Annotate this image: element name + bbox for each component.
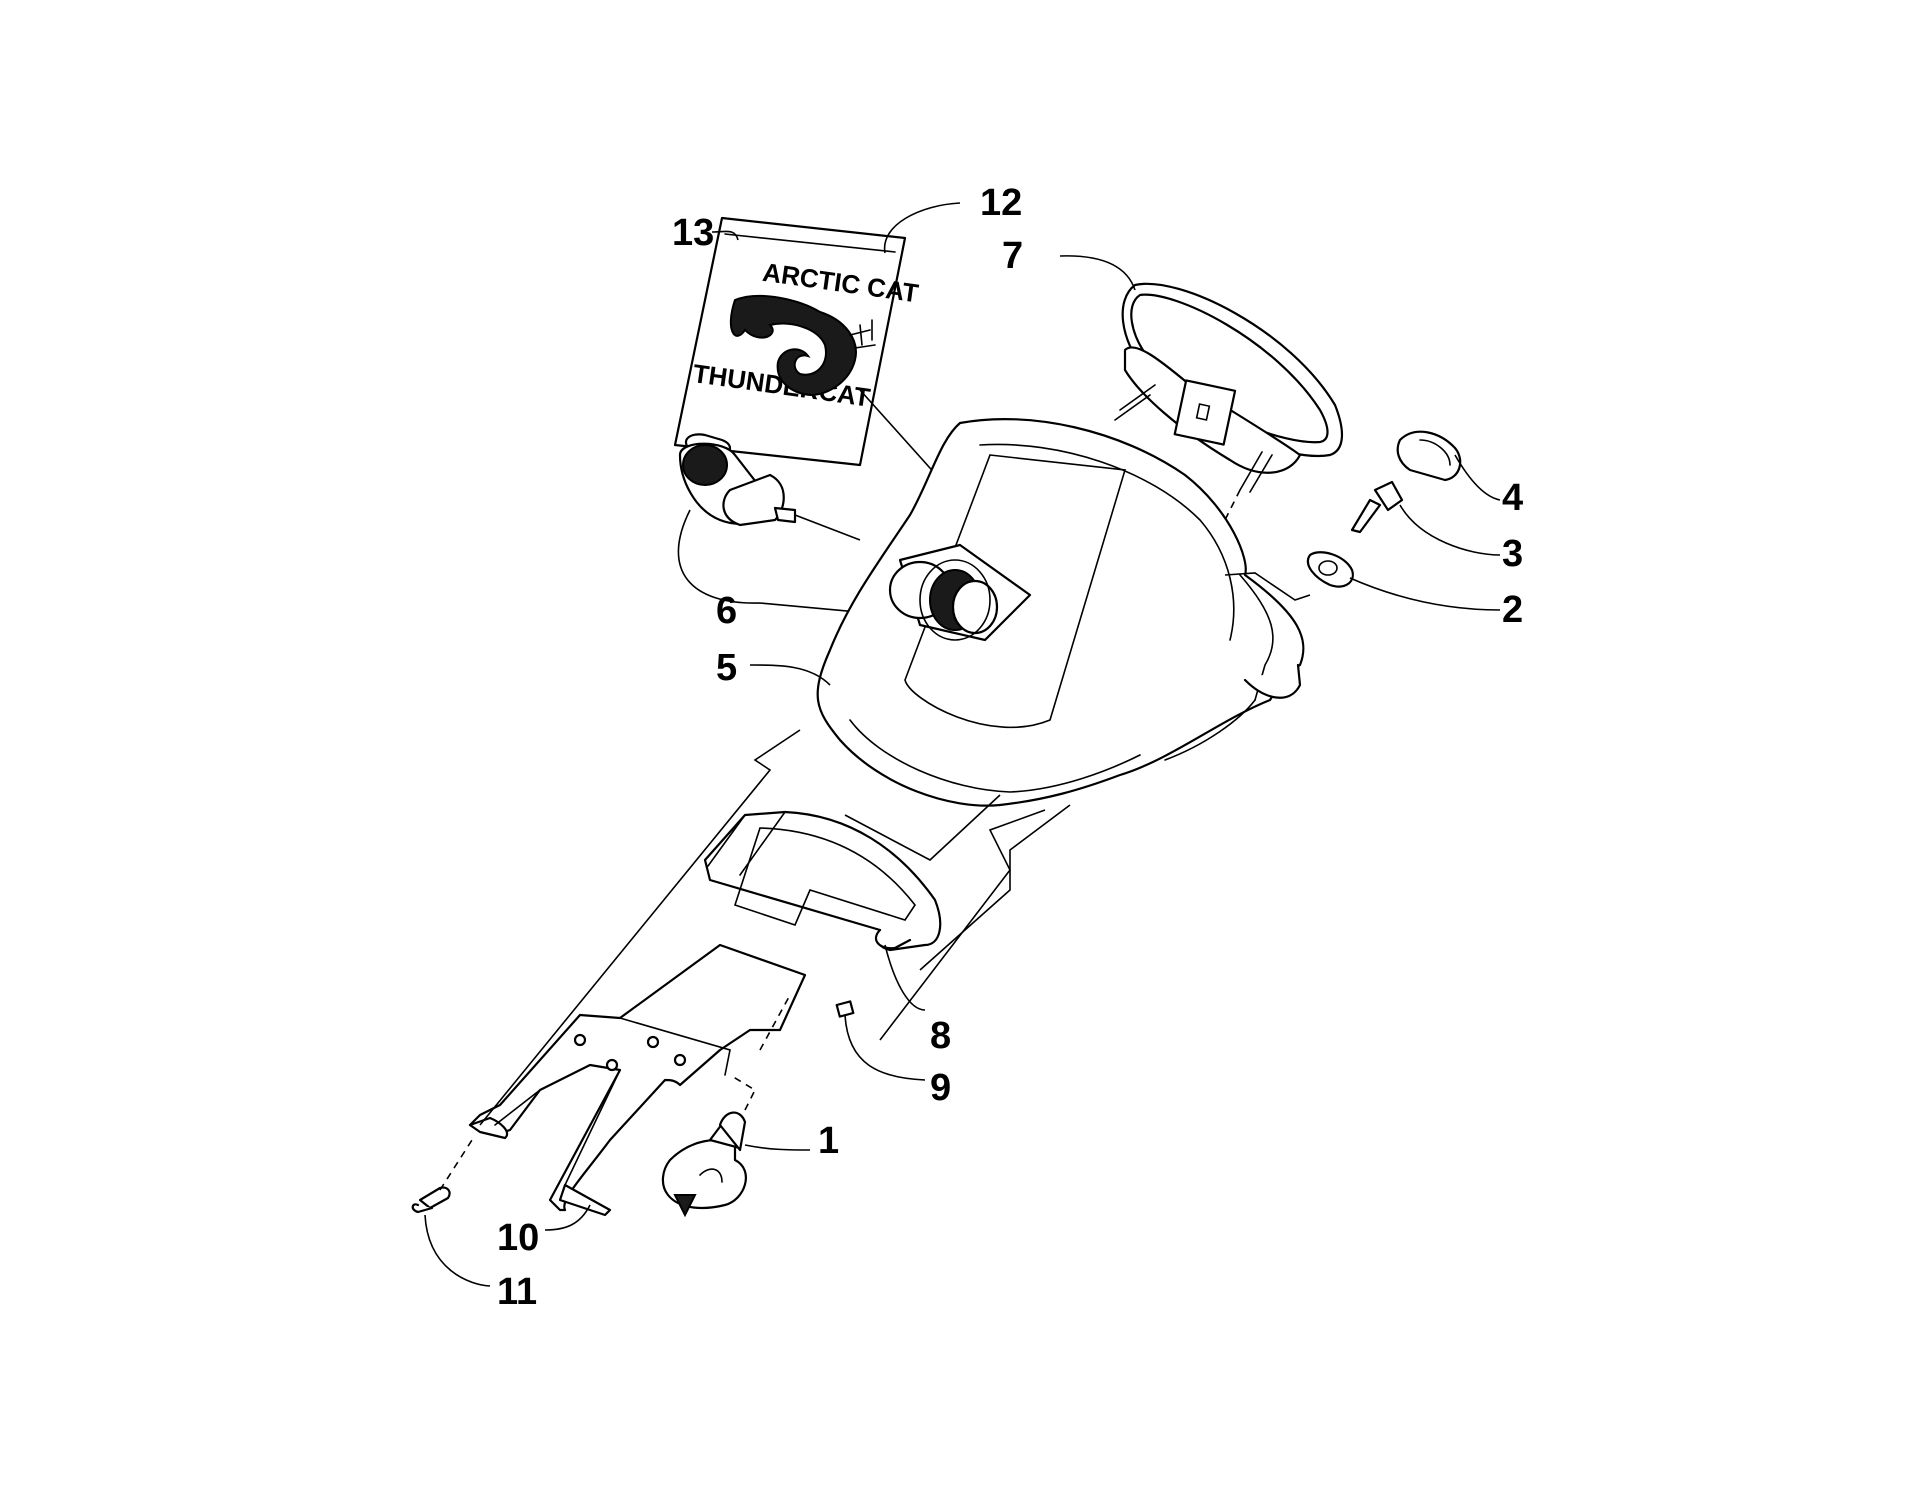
leader-6 bbox=[677, 509, 946, 621]
leader-5 bbox=[749, 664, 831, 686]
key-cover-part-4 bbox=[1396, 430, 1462, 482]
console-housing-part-5 bbox=[816, 418, 1305, 807]
callout-3: 3 bbox=[1502, 533, 1523, 575]
leader-2 bbox=[1349, 577, 1501, 611]
callout-1: 1 bbox=[818, 1120, 839, 1162]
clip-part-9 bbox=[835, 1000, 855, 1018]
leader-9 bbox=[844, 1014, 926, 1081]
leader-13 bbox=[711, 230, 739, 241]
decal-part-13: ARCTIC CAT THUNDERCAT bbox=[673, 216, 920, 467]
callout-2: 2 bbox=[1502, 589, 1523, 631]
callout-10: 10 bbox=[497, 1217, 539, 1259]
callout-13: 13 bbox=[672, 212, 714, 254]
callout-4: 4 bbox=[1502, 477, 1523, 519]
leader-1 bbox=[744, 1144, 811, 1151]
callout-7: 7 bbox=[1002, 235, 1023, 277]
callout-8: 8 bbox=[930, 1015, 951, 1057]
nut-part-2 bbox=[1306, 551, 1354, 588]
power-outlet-part-6 bbox=[678, 433, 797, 527]
leader-12 bbox=[883, 202, 961, 254]
rivet-part-11 bbox=[411, 1186, 451, 1214]
gauge-part-7 bbox=[1114, 282, 1343, 493]
switch-part-1 bbox=[661, 1111, 747, 1218]
leader-3 bbox=[1399, 504, 1501, 556]
leader-7 bbox=[1059, 255, 1136, 291]
leader-10 bbox=[544, 1204, 591, 1231]
leader-8 bbox=[884, 944, 926, 1011]
leader-4 bbox=[1454, 454, 1501, 501]
cat-graphic-icon bbox=[729, 294, 857, 397]
callout-9: 9 bbox=[930, 1067, 951, 1109]
callout-6: 6 bbox=[716, 590, 737, 632]
callout-5: 5 bbox=[716, 647, 737, 689]
callout-11: 11 bbox=[497, 1271, 537, 1313]
leader-11 bbox=[424, 1214, 491, 1287]
bezel-part-8 bbox=[703, 810, 942, 952]
callout-12: 12 bbox=[980, 182, 1022, 224]
key-part-3 bbox=[1350, 480, 1404, 534]
bracket-part-10 bbox=[468, 943, 807, 1217]
